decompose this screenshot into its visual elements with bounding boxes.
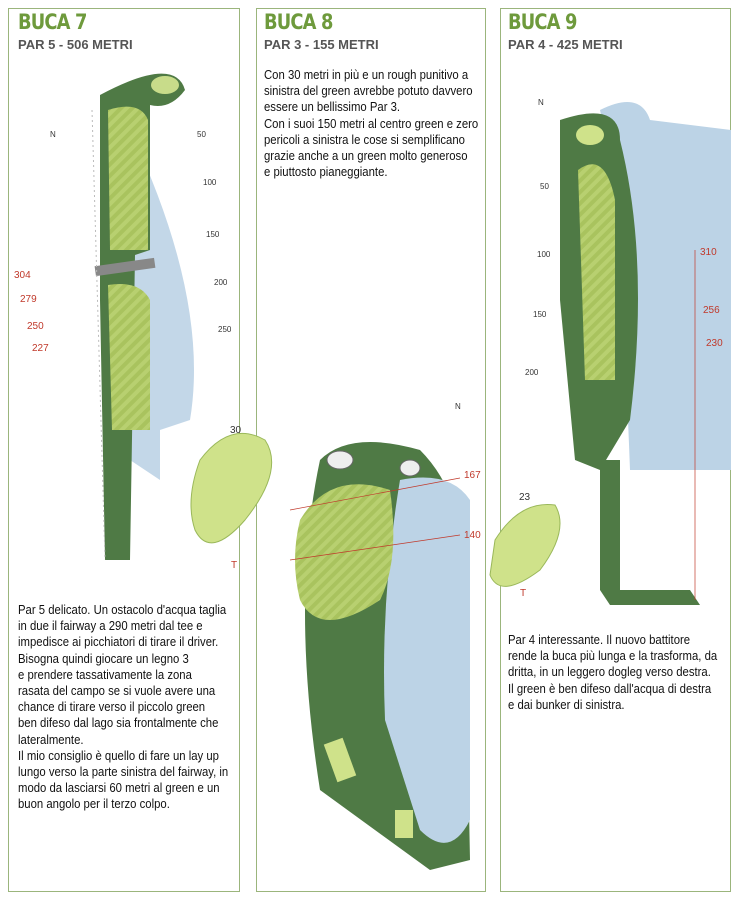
yardage-mark: 200 (214, 278, 228, 287)
lake (384, 477, 470, 843)
hole-9-title: BUCA 9 (508, 10, 577, 34)
hole-8-subtitle: PAR 3 - 155 METRI (264, 37, 379, 52)
hole-8-title: BUCA 8 (264, 10, 333, 34)
hole-9-map (560, 102, 731, 605)
compass-icon: N (50, 130, 56, 139)
hole-9-subtitle: PAR 4 - 425 METRI (508, 37, 623, 52)
yardage-mark: 50 (540, 182, 549, 191)
distance-label: 230 (706, 338, 723, 349)
green-depth: 23 (519, 492, 531, 503)
tee-mark: T (231, 560, 238, 571)
yardage-mark: 150 (206, 230, 220, 239)
distance-label: 256 (703, 305, 720, 316)
hole-9-description: Par 4 interessante. Il nuovo battitore r… (508, 633, 718, 712)
hole-7-title: BUCA 7 (18, 10, 87, 34)
hole-8-description: Con 30 metri in più e un rough punitivo … (264, 68, 479, 180)
yardage-mark: 250 (218, 325, 232, 334)
yardage-mark: 200 (525, 368, 539, 377)
distance-label: 250 (27, 321, 44, 332)
distance-label: 279 (20, 294, 37, 305)
hole-7-green-detail (190, 432, 273, 544)
distance-label: 140 (464, 530, 481, 541)
distance-label: 304 (14, 270, 31, 281)
yardage-mark: 50 (197, 130, 206, 139)
yardage-mark: 100 (203, 178, 217, 187)
tee-mark: T (520, 588, 527, 599)
hole-7-description: Par 5 delicato. Un ostacolo d'acqua tagl… (18, 603, 229, 812)
hole-8-map (289, 442, 470, 870)
hole-7-map (91, 73, 194, 561)
distance-label: 310 (700, 247, 717, 258)
distance-label: 167 (464, 470, 481, 481)
compass-icon: N (455, 402, 461, 411)
compass-icon: N (538, 98, 544, 107)
hole-9-green-detail (489, 503, 561, 587)
yardage-mark: 150 (533, 310, 547, 319)
hole-7-subtitle: PAR 5 - 506 METRI (18, 37, 133, 52)
yardage-mark: 100 (537, 250, 551, 259)
distance-label: 227 (32, 343, 49, 354)
green-depth: 30 (230, 425, 242, 436)
